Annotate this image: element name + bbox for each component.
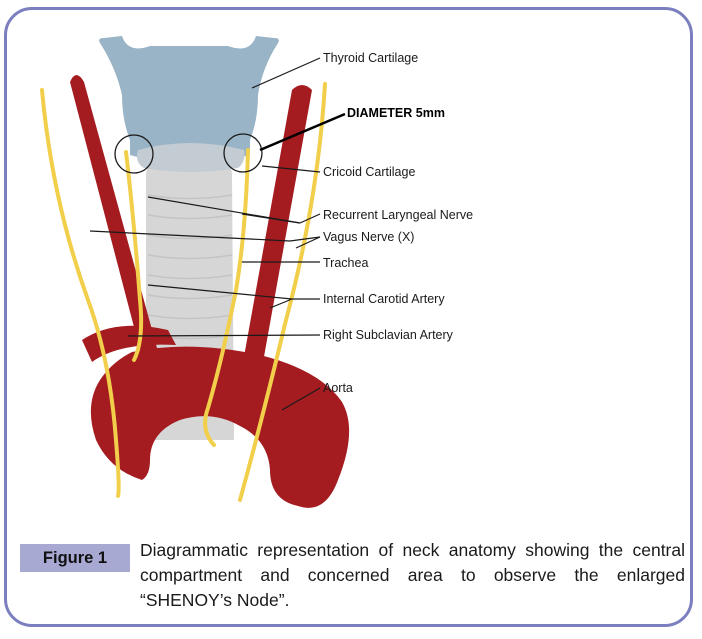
label-internal-carotid-artery: Internal Carotid Artery xyxy=(323,292,445,306)
label-right-subclavian-artery: Right Subclavian Artery xyxy=(323,328,454,342)
label-diameter: DIAMETER 5mm xyxy=(347,106,445,120)
label-thyroid-cartilage: Thyroid Cartilage xyxy=(323,51,418,65)
figure-caption: Diagrammatic representation of neck anat… xyxy=(140,538,685,613)
label-vagus-nerve: Vagus Nerve (X) xyxy=(323,230,414,244)
label-cricoid-cartilage: Cricoid Cartilage xyxy=(323,165,415,179)
label-recurrent-laryngeal-nerve: Recurrent Laryngeal Nerve xyxy=(323,208,473,222)
label-aorta: Aorta xyxy=(323,381,353,395)
labels: Thyroid Cartilage DIAMETER 5mm Cricoid C… xyxy=(323,51,473,395)
figure-badge: Figure 1 xyxy=(20,544,130,572)
label-trachea: Trachea xyxy=(323,256,368,270)
